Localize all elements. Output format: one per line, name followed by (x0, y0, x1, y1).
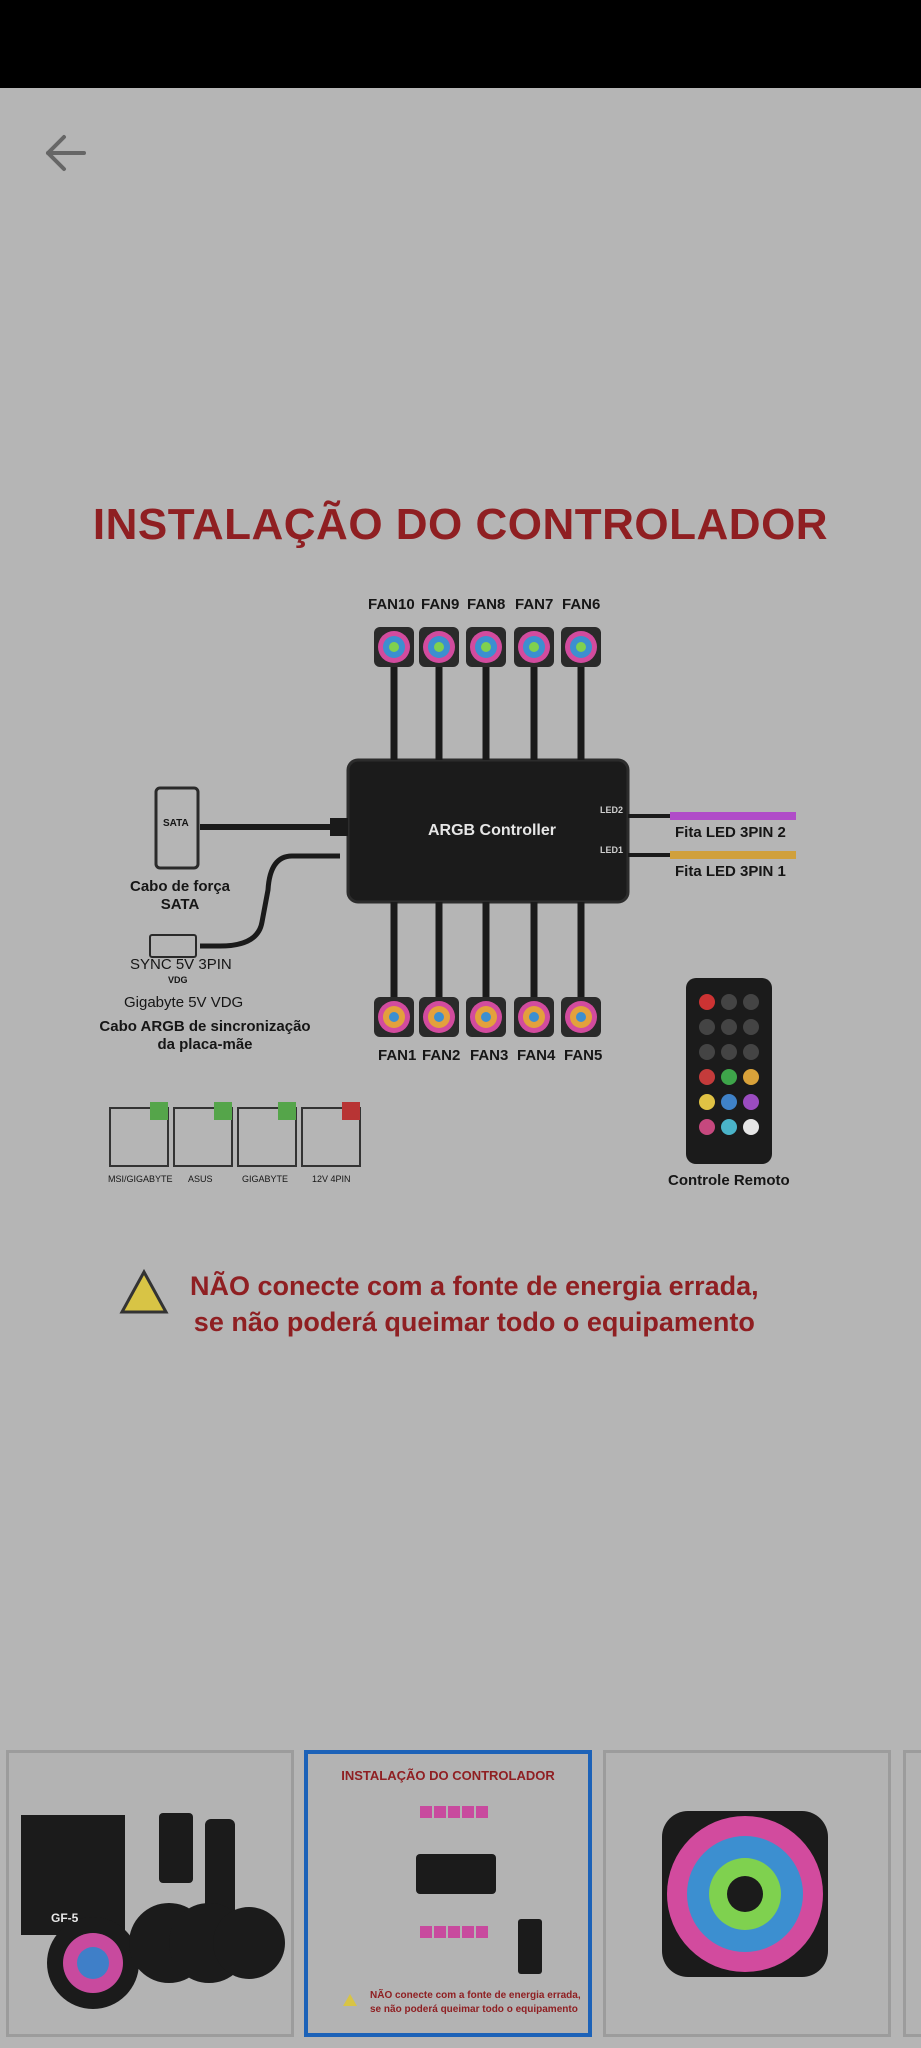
thumbnail-1-text: GF-5 (51, 1911, 79, 1925)
product-image[interactable]: INSTALAÇÃO DO CONTROLADOR (0, 300, 921, 1400)
fan-label: FAN7 (515, 596, 554, 613)
controller-led2-label: LED2 (600, 805, 624, 815)
thumbnail-2[interactable]: INSTALAÇÃO DO CONTROLADOR NÃO conecte co… (304, 1750, 592, 2037)
single-fan-thumbnail (662, 1811, 828, 1977)
led-strip-2-label: Fita LED 3PIN 2 (675, 824, 786, 841)
thumbnail-2-title: INSTALAÇÃO DO CONTROLADOR (341, 1768, 555, 1783)
warning-icon (119, 1268, 169, 1314)
image-title: INSTALAÇÃO DO CONTROLADOR (92, 500, 829, 549)
warning-line-2: se não poderá queimar todo o equipamento (193, 1307, 755, 1337)
sata-chip-label: SATA (163, 818, 189, 829)
controller-label: ARGB Controller (428, 822, 556, 839)
thumbnail-1[interactable]: GF-5 (6, 1750, 294, 2037)
diagram-thumbnail (343, 1806, 542, 2006)
fan-label: FAN9 (421, 596, 460, 613)
warning-text: NÃO conecte com a fonte de energia errad… (190, 1268, 759, 1340)
thumbnail-4[interactable] (903, 1750, 921, 2037)
fan-label: FAN8 (467, 596, 506, 613)
top-fans (374, 627, 601, 667)
status-bar (0, 0, 921, 88)
compat-label: 12V 4PIN (312, 1174, 351, 1184)
fan-label: FAN10 (368, 596, 415, 613)
back-button[interactable] (38, 128, 98, 178)
compatibility-boxes (109, 1102, 361, 1167)
thumbnail-2-warning-1: NÃO conecte com a fonte de energia errad… (370, 1990, 581, 2001)
sync-connector (149, 934, 197, 958)
fan-label: FAN6 (562, 596, 601, 613)
fan-label: FAN4 (517, 1047, 556, 1064)
remote-label: Controle Remoto (668, 1172, 790, 1189)
gigabyte-label: Gigabyte 5V VDG (124, 994, 244, 1011)
controller-led1-label: LED1 (600, 845, 624, 855)
compat-label: MSI/GIGABYTE (108, 1174, 173, 1184)
warning-line-1: NÃO conecte com a fonte de energia errad… (190, 1271, 759, 1301)
sync-label: SYNC 5V 3PIN (130, 956, 232, 973)
fan-label: FAN5 (564, 1047, 603, 1064)
led-strip-1 (670, 851, 796, 859)
argb-label-line-1: Cabo ARGB de sincronização (99, 1018, 311, 1035)
fan-kit-thumbnail (21, 1813, 285, 2009)
sata-label-line-1: Cabo de força (129, 878, 231, 895)
wiring-diagram (109, 627, 796, 1314)
bottom-fans (374, 997, 601, 1037)
sata-label-line-2: SATA (160, 896, 200, 913)
thumbnail-strip[interactable]: GF-5 INSTALAÇÃO DO CONTROLADOR NÃO conec… (0, 1745, 921, 2048)
compat-label: GIGABYTE (242, 1174, 289, 1184)
thumbnail-3[interactable] (603, 1750, 891, 2037)
arrow-left-icon (46, 135, 86, 171)
compat-label: ASUS (188, 1174, 213, 1184)
argb-label-line-2: da placa-mãe (157, 1036, 253, 1053)
fan-label: FAN1 (378, 1047, 417, 1064)
thumbnail-2-warning-2: se não poderá queimar todo o equipamento (370, 2004, 578, 2015)
fan-label: FAN3 (470, 1047, 509, 1064)
vdg-chip-label: VDG (168, 975, 188, 985)
sata-connector (154, 786, 200, 870)
led-strip-2 (670, 812, 796, 820)
led-strip-1-label: Fita LED 3PIN 1 (675, 863, 786, 880)
fan-label: FAN2 (422, 1047, 461, 1064)
